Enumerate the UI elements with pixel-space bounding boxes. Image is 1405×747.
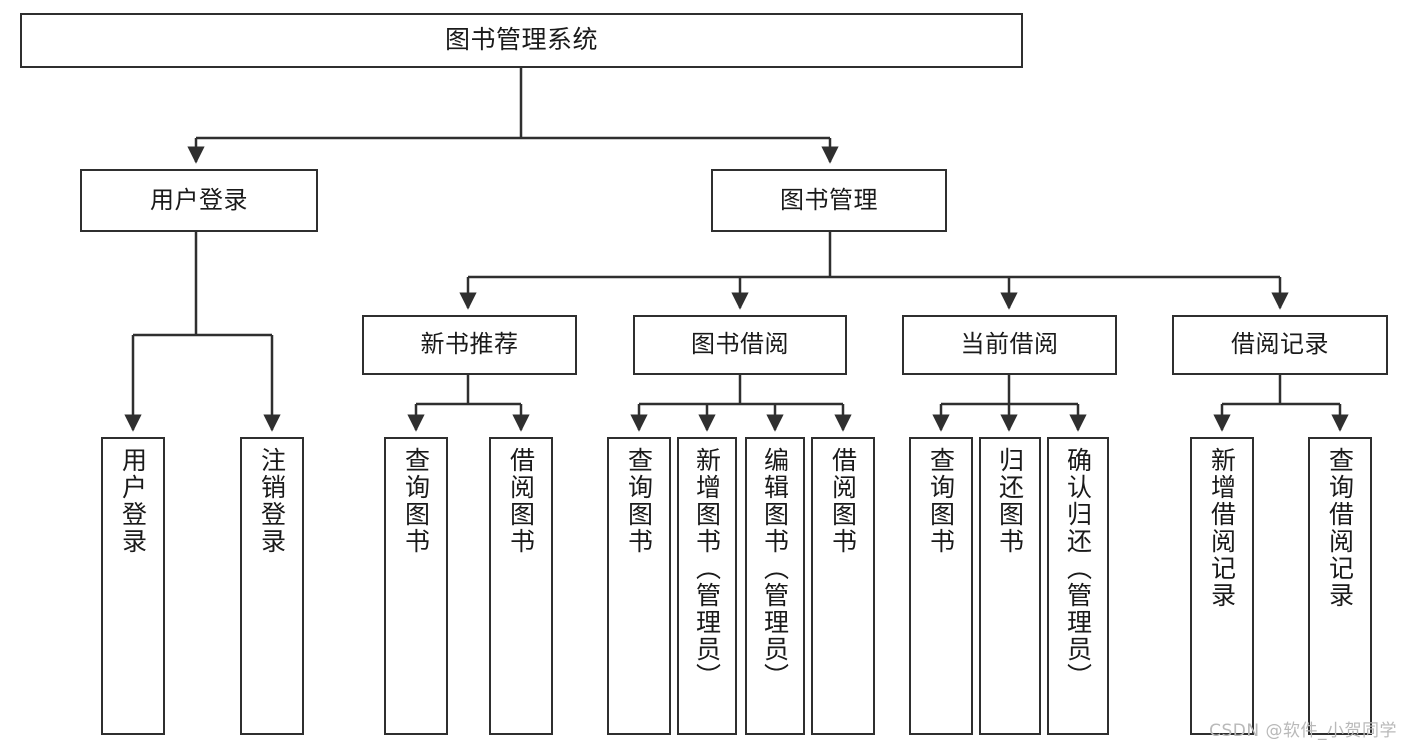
node-new-book-recommend[interactable]: 新书推荐: [362, 315, 577, 375]
node-leaf-query-book-3[interactable]: 查询图书: [909, 437, 973, 735]
node-leaf-query-record[interactable]: 查询借阅记录: [1308, 437, 1372, 735]
node-label: 新增图书（管理员）: [692, 447, 722, 690]
node-leaf-add-book[interactable]: 新增图书（管理员）: [677, 437, 737, 735]
node-leaf-add-record[interactable]: 新增借阅记录: [1190, 437, 1254, 735]
node-current-borrow[interactable]: 当前借阅: [902, 315, 1117, 375]
node-leaf-logout-login[interactable]: 注销登录: [240, 437, 304, 735]
node-label: 借阅记录: [1231, 330, 1329, 359]
node-label: 借阅图书: [506, 447, 536, 555]
node-label: 借阅图书: [828, 447, 858, 555]
node-leaf-borrow-book-2[interactable]: 借阅图书: [811, 437, 875, 735]
node-book-management[interactable]: 图书管理: [711, 169, 947, 232]
node-label: 查询图书: [624, 447, 654, 555]
node-user-login[interactable]: 用户登录: [80, 169, 318, 232]
node-book-borrow[interactable]: 图书借阅: [633, 315, 847, 375]
node-label: 新增借阅记录: [1207, 447, 1237, 609]
node-label: 用户登录: [118, 447, 148, 555]
node-leaf-edit-book[interactable]: 编辑图书（管理员）: [745, 437, 805, 735]
node-borrow-record[interactable]: 借阅记录: [1172, 315, 1388, 375]
node-label: 编辑图书（管理员）: [760, 447, 790, 690]
node-leaf-query-book-2[interactable]: 查询图书: [607, 437, 671, 735]
node-label: 当前借阅: [960, 330, 1059, 359]
node-label: 图书管理系统: [444, 25, 598, 55]
node-leaf-user-login[interactable]: 用户登录: [101, 437, 165, 735]
node-leaf-borrow-book-1[interactable]: 借阅图书: [489, 437, 553, 735]
node-book-management-system[interactable]: 图书管理系统: [20, 13, 1023, 68]
node-label: 查询图书: [401, 447, 431, 555]
node-label: 图书借阅: [691, 330, 789, 359]
node-leaf-query-book-1[interactable]: 查询图书: [384, 437, 448, 735]
node-label: 确认归还（管理员）: [1063, 447, 1093, 690]
node-label: 用户登录: [150, 185, 248, 214]
node-leaf-return-book[interactable]: 归还图书: [979, 437, 1041, 735]
node-label: 新书推荐: [420, 330, 519, 359]
node-label: 归还图书: [995, 447, 1025, 555]
node-label: 注销登录: [257, 447, 287, 555]
node-leaf-confirm-return[interactable]: 确认归还（管理员）: [1047, 437, 1109, 735]
node-label: 图书管理: [780, 185, 878, 214]
node-label: 查询图书: [926, 447, 956, 555]
node-label: 查询借阅记录: [1325, 447, 1355, 609]
